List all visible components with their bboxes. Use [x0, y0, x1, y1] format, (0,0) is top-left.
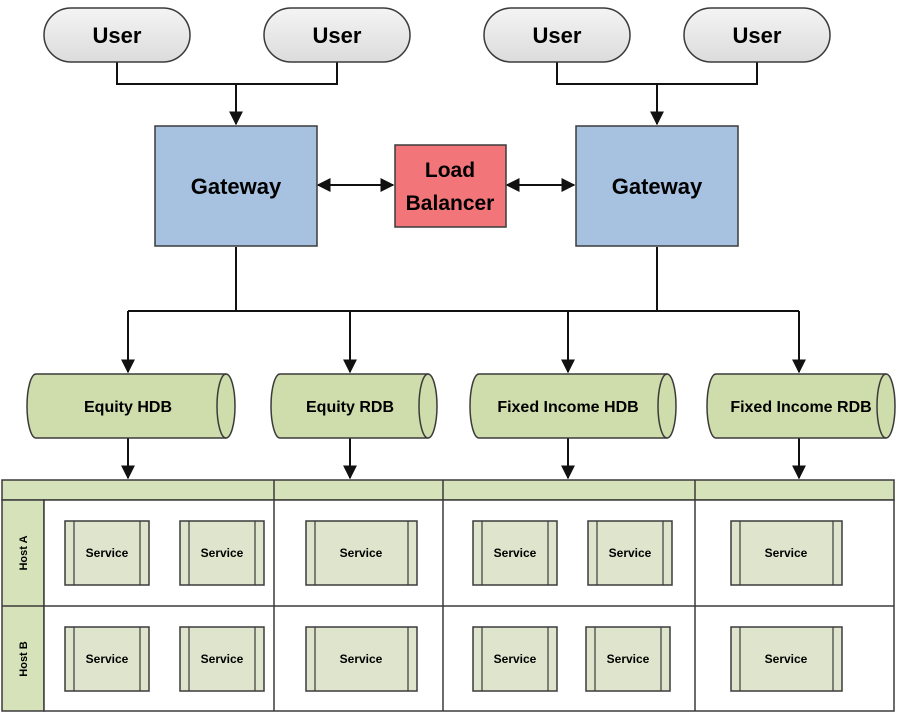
user-label: User	[733, 23, 782, 48]
user-node-3: User	[483, 7, 631, 63]
database-label: Fixed Income RDB	[730, 399, 871, 416]
service-box: Service	[179, 626, 265, 692]
user-node-2: User	[263, 7, 411, 63]
user-node-4: User	[683, 7, 831, 63]
service-box: Service	[179, 520, 265, 586]
user-node-1: User	[43, 7, 191, 63]
database-equity-hdb: Equity HDB	[26, 373, 236, 439]
user-label: User	[93, 23, 142, 48]
service-label: Service	[494, 652, 537, 666]
database-label: Fixed Income HDB	[497, 399, 638, 416]
connectors	[116, 62, 806, 480]
database-fixed-income-hdb: Fixed Income HDB	[469, 373, 677, 439]
user-label: User	[313, 23, 362, 48]
user-merge-line-right	[556, 62, 758, 85]
service-box: Service	[64, 626, 150, 692]
load-balancer-label-line1: Load	[425, 159, 475, 182]
service-label: Service	[86, 546, 129, 560]
database-equity-rdb: Equity RDB	[270, 373, 438, 439]
service-box: Service	[472, 626, 558, 692]
service-box: Service	[472, 520, 558, 586]
service-label: Service	[340, 546, 383, 560]
grid-header-band	[1, 479, 895, 501]
gateway-right: Gateway	[575, 125, 739, 247]
service-box: Service	[730, 626, 843, 692]
service-label: Service	[765, 652, 808, 666]
gateway-label: Gateway	[612, 174, 703, 199]
user-merge-line-left	[116, 62, 338, 85]
service-label: Service	[340, 652, 383, 666]
service-label: Service	[609, 546, 652, 560]
load-balancer: Load Balancer	[394, 144, 507, 228]
gateway-bus-line	[235, 247, 658, 312]
database-fixed-income-rdb: Fixed Income RDB	[706, 373, 896, 439]
service-label: Service	[201, 546, 244, 560]
service-box: Service	[730, 520, 843, 586]
gateway-left: Gateway	[154, 125, 318, 247]
host-a-label: Host A	[18, 535, 30, 570]
service-box: Service	[64, 520, 150, 586]
service-box: Service	[305, 520, 418, 586]
service-label: Service	[494, 546, 537, 560]
service-box: Service	[587, 520, 673, 586]
host-b-label: Host B	[18, 641, 30, 677]
service-box: Service	[305, 626, 418, 692]
service-label: Service	[607, 652, 650, 666]
database-label: Equity RDB	[306, 399, 394, 416]
load-balancer-label-line2: Balancer	[406, 192, 495, 215]
user-label: User	[533, 23, 582, 48]
service-label: Service	[86, 652, 129, 666]
service-label: Service	[201, 652, 244, 666]
service-label: Service	[765, 546, 808, 560]
service-box: Service	[585, 626, 671, 692]
database-label: Equity HDB	[84, 399, 172, 416]
gateway-label: Gateway	[191, 174, 282, 199]
